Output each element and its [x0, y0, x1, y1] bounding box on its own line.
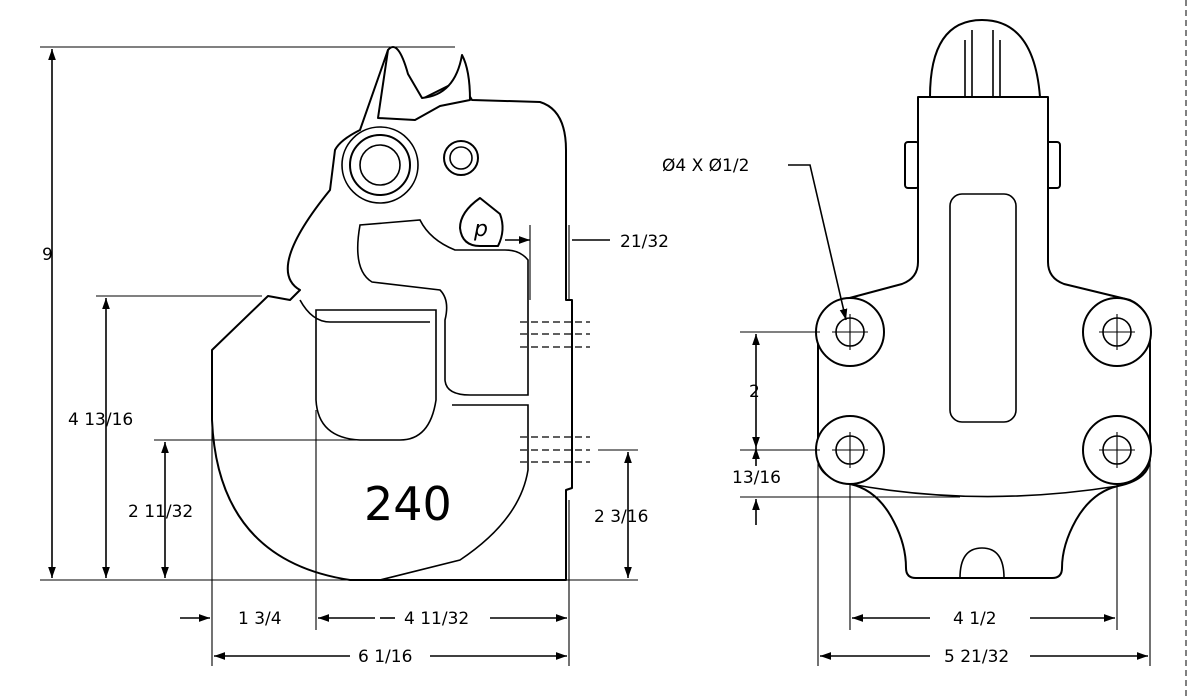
- logo-icon: [459, 197, 504, 247]
- svg-text:p: p: [473, 217, 488, 242]
- dome: [929, 19, 1041, 98]
- slot: [949, 193, 1017, 423]
- hook-lower-curve: [379, 404, 529, 581]
- hole-top-left: [815, 297, 885, 367]
- main-pin-inner: [359, 144, 401, 186]
- dim-13-16: 13/16: [732, 468, 781, 488]
- bottom-notch: [959, 547, 1005, 579]
- small-pin-outer: [443, 140, 479, 176]
- hole-top-right: [1082, 297, 1152, 367]
- hole-callout-leader: [788, 164, 848, 321]
- dim-4-11-32: 4 11/32: [404, 609, 469, 629]
- hole-bottom-left: [815, 415, 885, 485]
- dim-1-3-4: 1 3/4: [238, 609, 282, 629]
- dim-2-3-16: 2 3/16: [594, 507, 648, 527]
- dim-6-1-16: 6 1/16: [358, 647, 412, 667]
- dim-4-13-16: 4 13/16: [68, 410, 133, 430]
- body-edge: [299, 299, 430, 323]
- front-view: Ø4 X Ø1/2 2 13/16 4 1/2 5 21/32: [662, 19, 1152, 667]
- clip-ring: [341, 126, 419, 204]
- dim-4-1-2: 4 1/2: [953, 609, 997, 629]
- part-number: 240: [364, 477, 452, 531]
- dim-2: 2: [749, 382, 760, 402]
- throat: [356, 219, 529, 396]
- side-view: p 240 9 4 13/16 2 11/32 2 3/16: [40, 46, 669, 667]
- dim-overall-height: 9: [42, 245, 53, 265]
- left-tab: [904, 141, 920, 189]
- dim-2-11-32: 2 11/32: [128, 502, 193, 522]
- dim-21-32: 21/32: [620, 232, 669, 252]
- hole-bottom-right: [1082, 415, 1152, 485]
- lower-curve: [849, 483, 1119, 498]
- hole-callout: Ø4 X Ø1/2: [662, 156, 749, 176]
- latch: [377, 46, 471, 121]
- dim-5-21-32: 5 21/32: [944, 647, 1009, 667]
- main-pin-outer: [349, 134, 411, 196]
- small-pin-inner: [449, 146, 473, 170]
